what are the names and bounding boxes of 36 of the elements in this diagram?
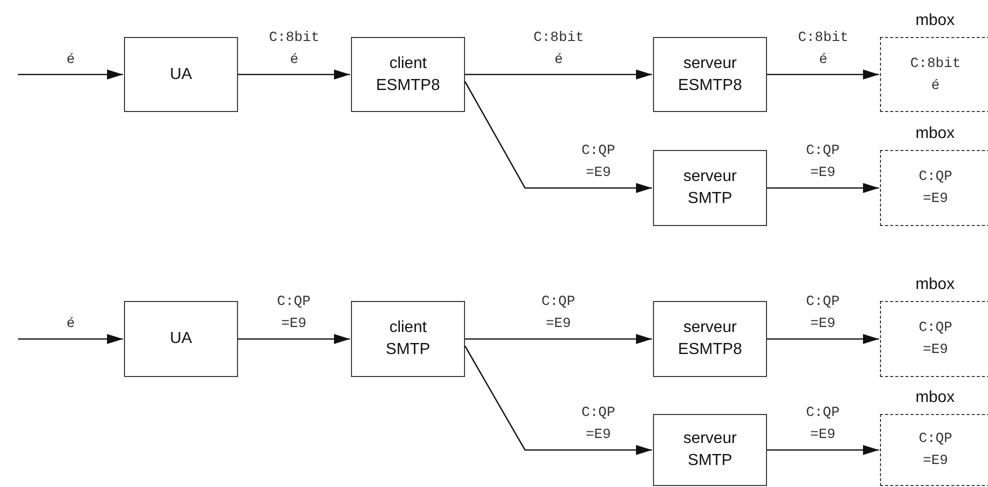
- arrow: [464, 81, 652, 193]
- box-label: client ESMTP8: [374, 54, 441, 96]
- mailbox-title: mbox: [914, 388, 956, 408]
- box-label: UA: [170, 64, 192, 84]
- mailbox-title: mbox: [914, 275, 956, 295]
- box-label: serveur ESMTP8: [676, 318, 743, 360]
- process-box: [653, 37, 767, 112]
- box-label: serveur ESMTP8: [676, 54, 743, 96]
- mailbox-title: mbox: [914, 11, 956, 31]
- box-label: client SMTP: [384, 318, 432, 360]
- arrow: [465, 70, 652, 80]
- arrow: [465, 334, 652, 344]
- process-box: [653, 301, 767, 377]
- box-label: serveur SMTP: [682, 167, 738, 209]
- arrow: [464, 346, 652, 455]
- mailbox-title: mbox: [914, 124, 956, 144]
- process-box: [653, 150, 767, 226]
- mailbox-content: C:QP =E9: [918, 168, 952, 209]
- mailbox-content: C:QP =E9: [918, 430, 952, 471]
- arrow: [767, 70, 879, 80]
- arrow: [767, 183, 879, 193]
- arrow: [18, 70, 123, 80]
- process-box: [124, 37, 238, 112]
- box-label: serveur SMTP: [682, 429, 738, 471]
- arrow: [238, 334, 350, 344]
- process-box: [351, 301, 465, 377]
- arrow: [767, 445, 879, 455]
- arrow: [18, 334, 123, 344]
- process-box: [351, 37, 465, 112]
- arrow: [767, 334, 879, 344]
- arrow: [238, 70, 350, 80]
- mailbox-content: C:8bit é: [910, 54, 961, 96]
- mailbox-content: C:QP =E9: [918, 319, 952, 360]
- process-box: [124, 301, 238, 377]
- box-label: UA: [170, 329, 192, 349]
- process-box: [653, 414, 767, 486]
